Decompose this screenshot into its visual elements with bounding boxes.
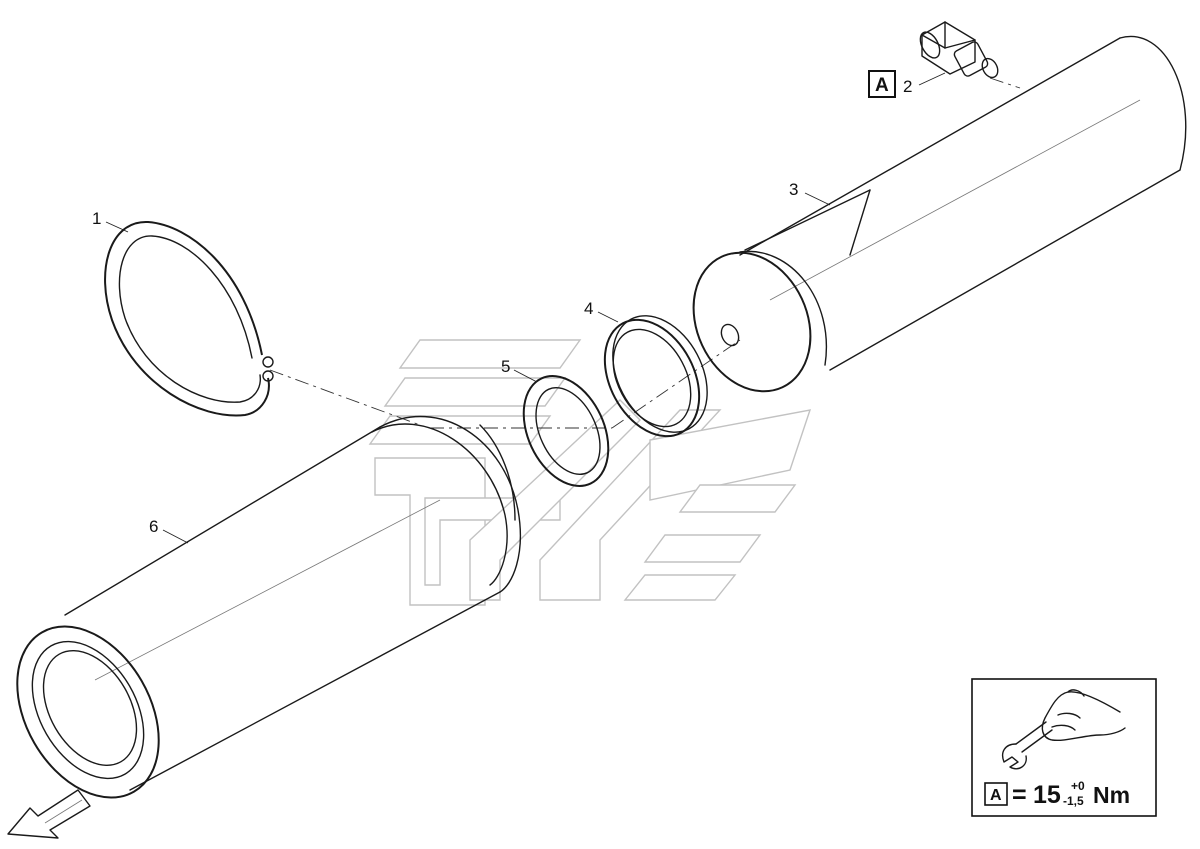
callout-4: 4: [584, 299, 593, 318]
centerline: [269, 77, 1021, 429]
callout-6: 6: [149, 517, 158, 536]
part-5-seal-ring: [522, 375, 610, 487]
part-4-guide-ring: [603, 315, 708, 438]
part-6-cylinder-tube: [16, 415, 522, 799]
part-3-piston-rod: [692, 35, 1187, 393]
leader-lines: [105, 72, 946, 544]
callout-5: 5: [501, 357, 510, 376]
torque-tol-upper: +0: [1071, 779, 1085, 793]
torque-spec-box: A = 15 +0 -1,5 Nm: [971, 678, 1157, 817]
tightening-reference-box: A: [868, 70, 896, 98]
torque-value: 15: [1033, 781, 1061, 809]
torque-tol-lower: -1,5: [1063, 794, 1084, 808]
torque-unit: Nm: [1093, 782, 1130, 808]
hand-wrench-icon: [1001, 689, 1126, 770]
part-2-fitting: [919, 21, 999, 79]
callout-labels: 1 2 3 4 5 6: [92, 77, 912, 536]
callout-2: 2: [903, 77, 912, 96]
callout-3: 3: [789, 180, 798, 199]
tightening-reference-letter: A: [875, 75, 889, 96]
watermark-logo: [368, 339, 812, 606]
callout-1: 1: [92, 209, 101, 228]
direction-arrow-icon: [7, 789, 91, 839]
torque-letter: A: [990, 787, 1002, 804]
torque-equals: =: [1012, 781, 1027, 809]
part-1-snap-ring: [104, 220, 274, 417]
